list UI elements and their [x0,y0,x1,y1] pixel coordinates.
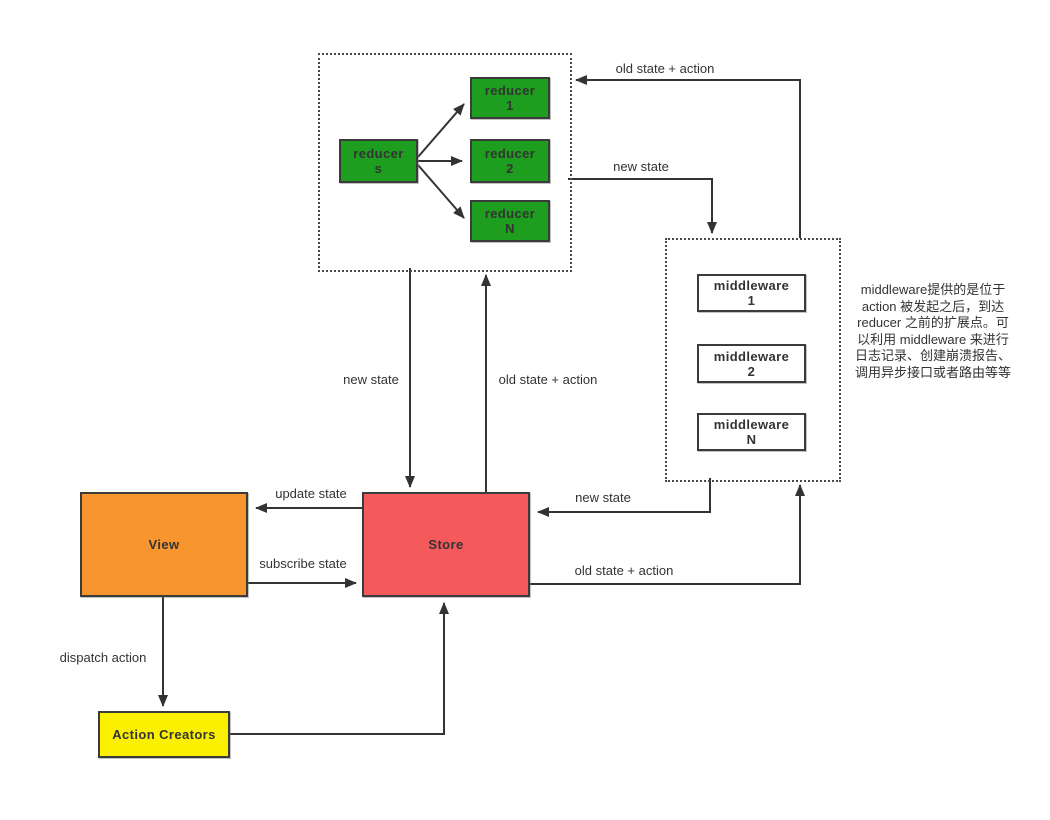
edge-reducers-to-reducer-1 [417,103,465,158]
node-reducer-2-label-line2: 2 [506,161,514,176]
edge-label-old-state-action-bottom: old state + action [574,563,674,578]
node-middleware-n: middleware N [697,413,806,451]
edge-reducers-to-reducer-n [417,164,465,219]
middleware-cluster [665,238,841,482]
edge-label-old-state-action-mid: old state + action [498,372,598,387]
edge-label-new-state-middleware-store: new state [575,490,631,505]
node-reducer-1-label-line1: reducer [484,83,536,98]
middleware-note: middleware提供的是位于 action 被发起之后，到达 reducer… [854,282,1011,380]
node-middleware-2-label-line1: middleware [713,348,790,364]
edge-label-new-state-top-right: new state [613,159,669,174]
node-middleware-1-label-line2: 1 [747,293,756,308]
edge-action-creators-to-store [230,602,449,735]
node-middleware-1-label-line1: middleware [713,278,790,293]
node-store-label: Store [428,537,464,552]
node-reducers-label-line2: s [374,161,383,176]
node-store: Store [362,492,530,597]
node-reducers: reducer s [339,139,418,183]
node-action-creators: Action Creators [98,711,230,758]
edge-label-subscribe-state: subscribe state [259,556,347,571]
node-action-creators-label: Action Creators [112,727,216,742]
node-middleware-n-label-line2: N [746,432,757,447]
node-reducer-2-label-line1: reducer [484,146,536,161]
node-reducer-n-label-line1: reducer [484,206,536,221]
node-reducer-1-label-line2: 1 [506,98,514,113]
node-middleware-2: middleware 2 [697,344,806,383]
edge-label-update-state: update state [275,486,347,501]
reducers-cluster [318,53,572,272]
node-middleware-n-label-line1: middleware [713,417,790,432]
edge-middleware-to-store-new-state [537,478,711,517]
node-reducer-n-label-line2: N [505,221,515,236]
edge-label-old-state-action-top: old state + action [615,61,715,76]
node-reducer-2: reducer 2 [470,139,550,183]
node-reducers-label-line1: reducer [353,146,404,161]
node-middleware-1: middleware 1 [697,274,806,312]
edge-label-dispatch-action: dispatch action [59,650,147,665]
edge-store-to-middleware-old-state [530,484,805,585]
node-reducer-1: reducer 1 [470,77,550,119]
node-reducer-n: reducer N [470,200,550,242]
edge-reducers-to-middleware-new-state [568,178,717,234]
node-view-label: View [148,537,180,552]
node-middleware-2-label-line2: 2 [747,363,756,379]
edge-middleware-to-reducers-old-state [575,75,801,238]
edge-label-new-state-mid: new state [343,372,399,387]
node-view: View [80,492,248,597]
